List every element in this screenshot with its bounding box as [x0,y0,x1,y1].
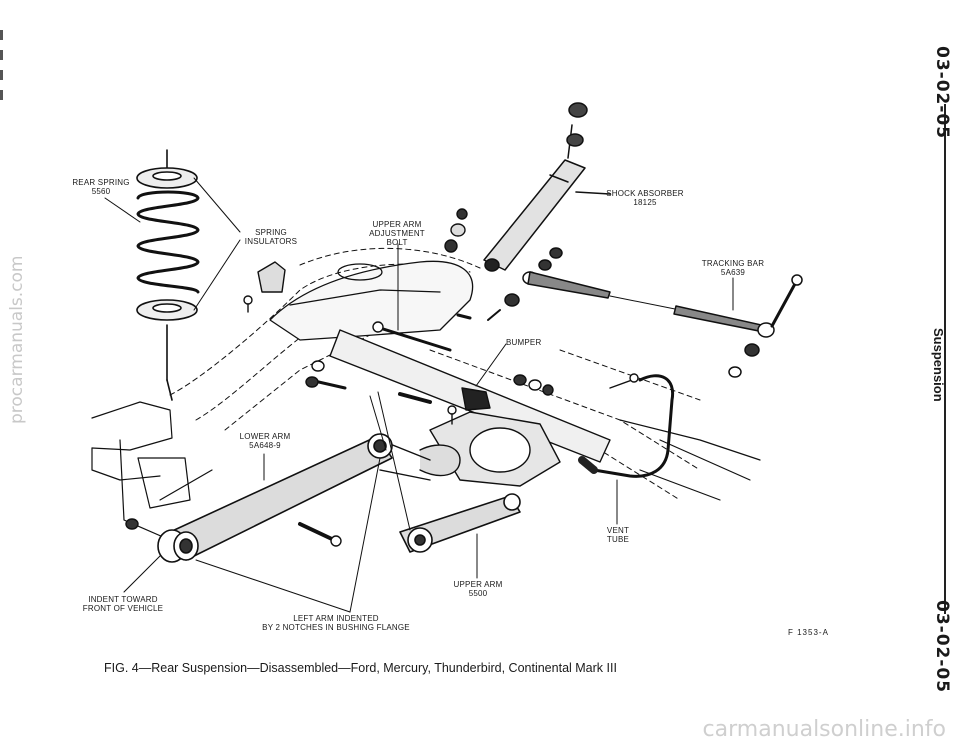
tracking-bar [456,247,803,378]
label-rear-spring: REAR SPRING 5560 [70,178,132,196]
coil-spring [136,149,200,401]
label-line: 18125 [633,198,657,207]
margin-binding-marks [0,30,4,140]
shock-absorber [483,102,611,272]
lower-arm [157,433,393,563]
label-lower-arm: LOWER ARM 5A648-9 [230,432,300,450]
label-line: UPPER ARM [372,220,422,229]
figure-id: F 1353-A [788,628,829,637]
label-left-arm-indented: LEFT ARM INDENTED BY 2 NOTCHES IN BUSHIN… [254,614,418,632]
label-line: SPRING [255,228,287,237]
label-upper-arm: UPPER ARM 5500 [448,580,508,598]
lower-arm-bolt [125,518,342,547]
section-title: Suspension [931,328,946,402]
label-line: 5A648-9 [249,441,281,450]
label-vent-tube: VENT TUBE [598,526,638,544]
label-line: UPPER ARM [453,580,503,589]
label-spring-insulators: SPRING INSULATORS [240,228,302,246]
label-line: 5500 [468,589,488,598]
upper-bracket [243,261,286,313]
vent-tube-part [578,374,675,525]
label-line: BUMPER [506,338,542,347]
label-line: BOLT [386,238,408,247]
axle-hardware [305,360,639,404]
label-upper-arm-adjustment-bolt: UPPER ARM ADJUSTMENT BOLT [358,220,436,247]
label-line: VENT [606,526,630,535]
label-line: BY 2 NOTCHES IN BUSHING FLANGE [262,623,410,632]
upper-arm-part [399,493,521,579]
crossmember [269,260,474,341]
label-line: INSULATORS [244,237,298,246]
label-line: 5A639 [720,268,746,277]
label-line: ADJUSTMENT [369,229,425,238]
bumper-part [447,343,507,425]
label-indent-toward-front: INDENT TOWARD FRONT OF VEHICLE [78,595,168,613]
label-line: TRACKING BAR [701,259,765,268]
label-line: LOWER ARM [239,432,291,441]
figure-caption: FIG. 4—Rear Suspension—Disassembled—Ford… [104,661,617,675]
label-tracking-bar: TRACKING BAR 5A639 [694,259,772,277]
label-line: INDENT TOWARD [88,595,158,604]
label-line: LEFT ARM INDENTED [293,614,379,623]
label-line: 5560 [91,187,111,196]
insulator-leaders [104,177,241,311]
section-code-top: 03-02-05 [932,46,952,140]
label-line: FRONT OF VEHICLE [82,604,164,613]
label-shock-absorber: SHOCK ABSORBER 18125 [600,189,690,207]
label-line: REAR SPRING [72,178,130,187]
adjustment-bolt-parts [372,208,468,352]
label-bumper: BUMPER [506,338,552,347]
watermark-carmanualsonline: carmanualsonline.info [702,717,946,742]
bottom-leaders [123,391,411,613]
label-line: TUBE [606,535,630,544]
section-code-bottom: 03-02-05 [932,600,952,694]
label-line: SHOCK ABSORBER [606,189,684,198]
section-rule [944,104,946,614]
